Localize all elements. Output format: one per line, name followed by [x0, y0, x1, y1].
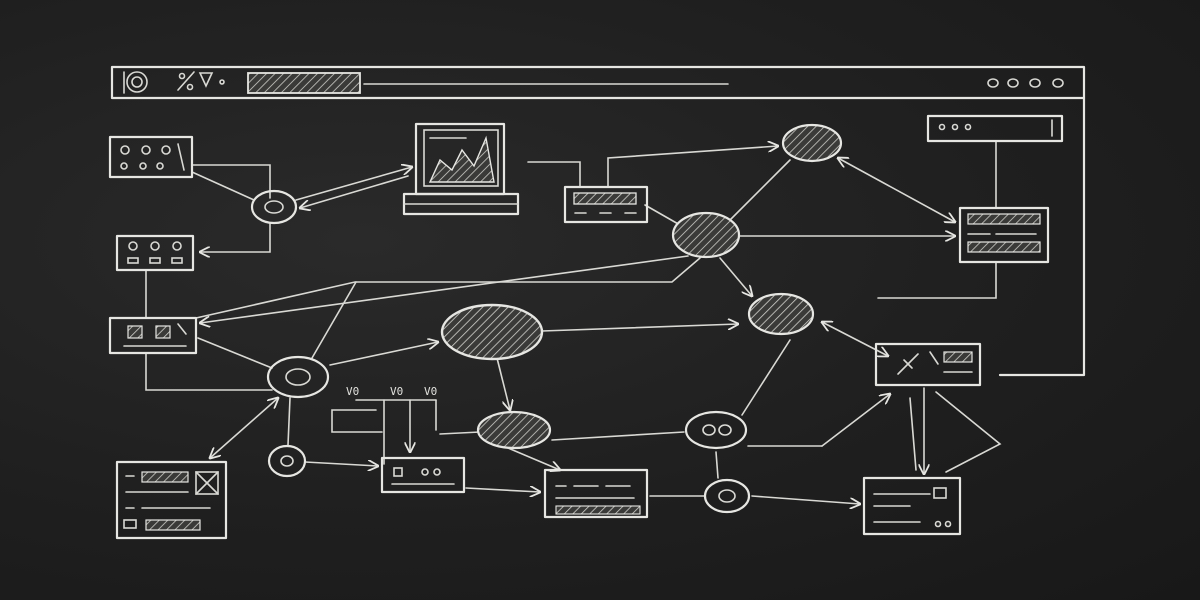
version-labels: V0 V0 V0 [346, 385, 437, 398]
version-label-3: V0 [424, 385, 437, 398]
top-hub-node[interactable] [781, 123, 843, 163]
browser-logo-icon [123, 71, 148, 94]
address-bar[interactable] [247, 72, 361, 94]
version-label-1: V0 [346, 385, 359, 398]
secondary-process-node[interactable] [747, 292, 815, 336]
hub-node-c[interactable] [267, 444, 307, 478]
version-label-2: V0 [390, 385, 403, 398]
media-card-left[interactable] [108, 316, 198, 355]
form-card-right[interactable] [958, 206, 1050, 264]
edit-tools-card[interactable] [874, 342, 982, 387]
toggle-node[interactable] [684, 410, 748, 450]
component-card-buttons[interactable] [115, 234, 195, 272]
detail-card-bottom-right[interactable] [862, 476, 962, 536]
browser-window-frame [110, 65, 1086, 377]
hub-node-a[interactable] [250, 189, 298, 225]
primary-process-node[interactable] [440, 303, 544, 361]
window-controls[interactable] [987, 78, 1064, 88]
central-hub-node[interactable] [671, 211, 741, 259]
settings-card-bottom[interactable] [380, 456, 466, 494]
dashboard-card-bottom-left[interactable] [115, 460, 228, 540]
chart-monitor-card[interactable] [402, 122, 520, 216]
button-bar-card[interactable] [563, 185, 649, 224]
hub-node-b[interactable] [266, 355, 330, 399]
hub-node-d[interactable] [703, 478, 751, 514]
decision-node[interactable] [476, 410, 552, 450]
toolbar-tool-icons [177, 71, 225, 91]
component-card-controls[interactable] [108, 135, 194, 179]
window-header-card[interactable] [926, 114, 1064, 143]
list-card-bottom[interactable] [543, 468, 649, 519]
area-chart-icon [428, 135, 495, 183]
